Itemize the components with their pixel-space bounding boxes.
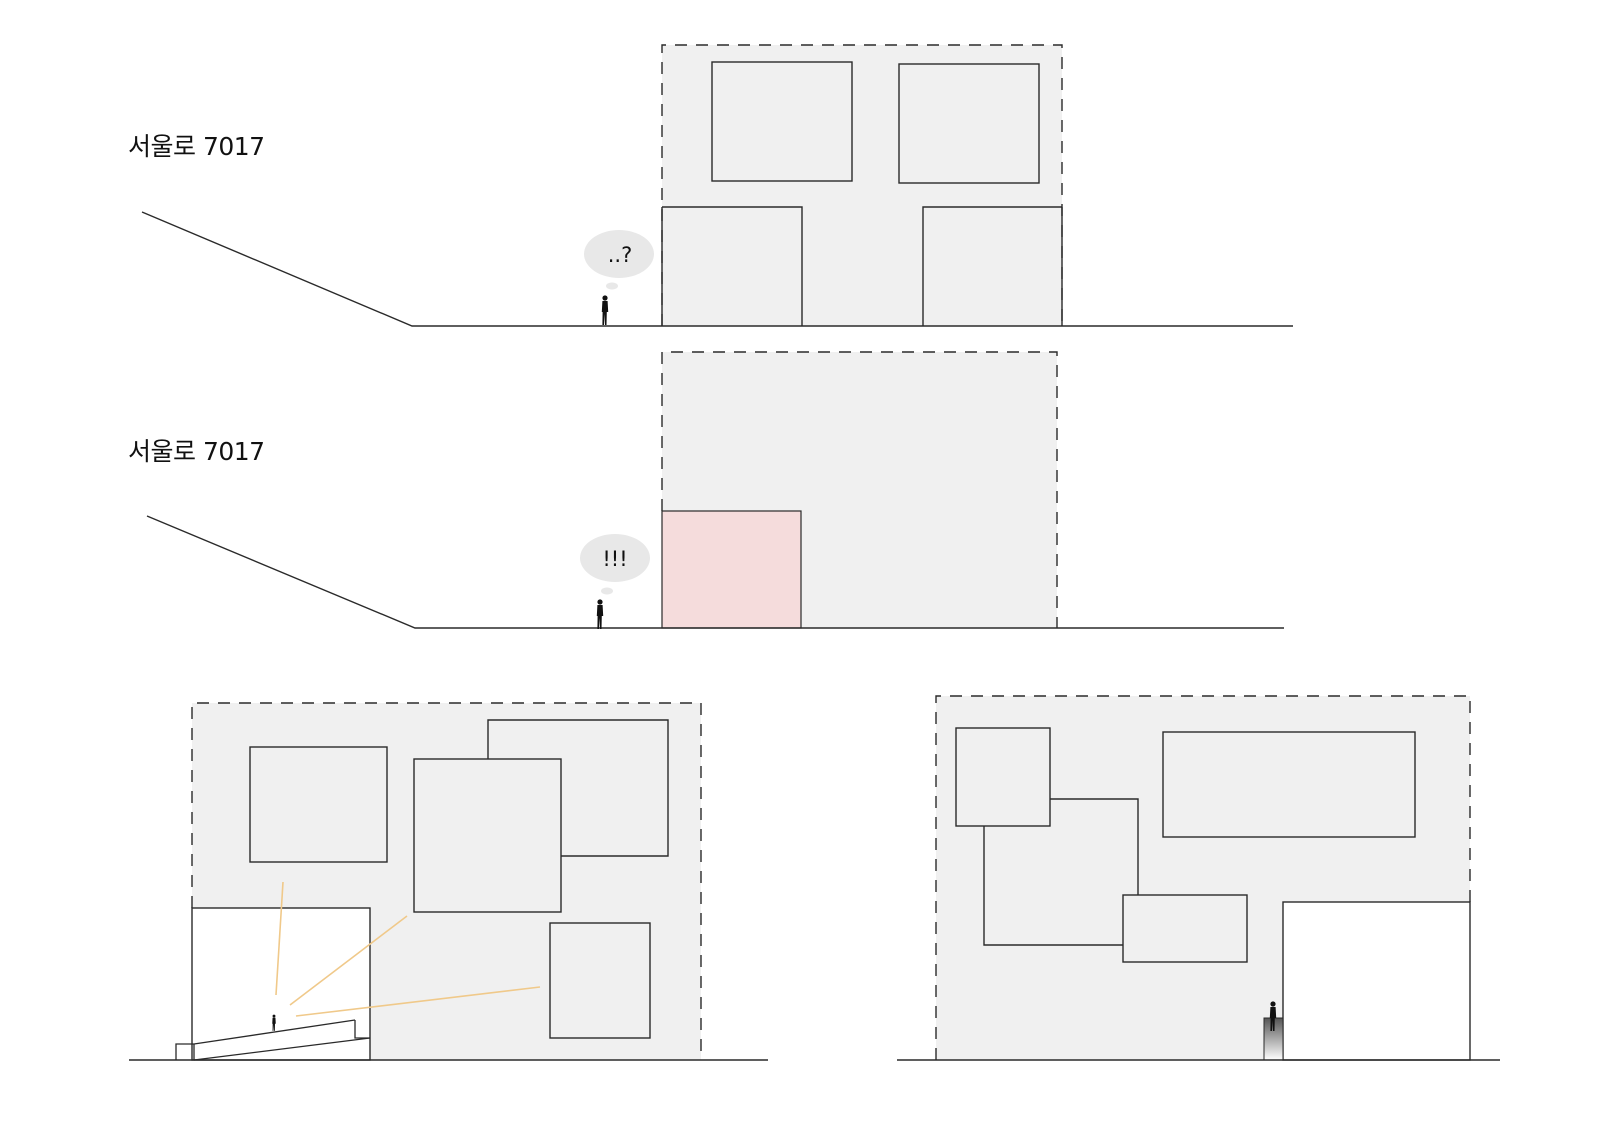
lower-left-block [662, 206, 803, 326]
lower-right-block [922, 206, 1062, 326]
bubble-tail [601, 587, 613, 595]
section-4 [897, 695, 1500, 1061]
pedestrian-figure [601, 295, 609, 325]
connector-box [983, 798, 1139, 946]
front-box [413, 758, 562, 913]
upper-left-window [711, 61, 853, 182]
upper-right-window [898, 63, 1040, 184]
highlighted-opening [661, 510, 802, 629]
entrance-opening [191, 907, 371, 1061]
sightline-upper-left [275, 881, 284, 996]
upper-left-box [249, 746, 388, 863]
bubble-tail [606, 282, 618, 290]
back-box [487, 719, 669, 857]
facade-outline-dashed [191, 702, 702, 1060]
sightline-right [295, 986, 541, 1017]
speech-bubble [584, 230, 654, 278]
section-1: ..? [141, 44, 1293, 327]
facade-outline-dashed [661, 44, 1063, 326]
sightline-center [289, 915, 408, 1006]
section-2: !!! [146, 351, 1284, 629]
speech-bubble [580, 534, 650, 582]
pedestrian-figure [272, 1014, 276, 1031]
pedestrian-figure [1269, 1001, 1277, 1031]
building-facade [662, 45, 1062, 326]
sightlines [275, 881, 541, 1017]
seoullo-ramp-and-ground [146, 515, 1284, 629]
facade-outline-dashed [935, 695, 1471, 1060]
thought-bubble: !!! [580, 534, 650, 595]
section-2-title: 서울로 7017 [128, 437, 265, 466]
ramp-stair [175, 1019, 371, 1061]
section-1-title: 서울로 7017 [128, 132, 265, 161]
middle-box [1122, 894, 1248, 963]
thought-bubble: ..? [584, 230, 654, 290]
pedestrian-figure [596, 599, 604, 629]
seoullo-ramp-and-ground [141, 211, 1293, 327]
upper-right-box [1162, 731, 1416, 838]
speech-bubble-text: ..? [608, 243, 633, 267]
upper-left-box [955, 727, 1051, 827]
lower-right-box [549, 922, 651, 1039]
speech-bubble-text: !!! [602, 547, 627, 571]
section-3 [129, 702, 768, 1061]
entrance-opening [1282, 901, 1471, 1061]
